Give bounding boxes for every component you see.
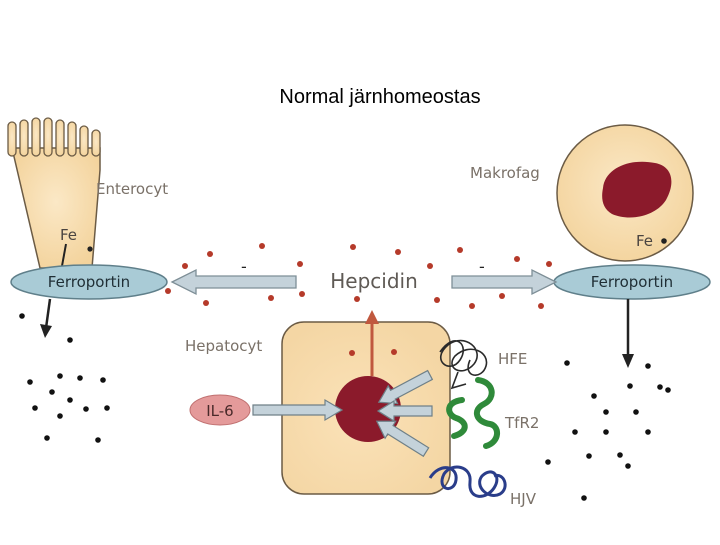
tfr2-protein [446, 377, 500, 449]
fe-left-arrow [61, 243, 67, 267]
inhibit-left-sign: - [241, 257, 247, 276]
hjv-label: HJV [510, 490, 537, 508]
macrophage-label: Makrofag [470, 164, 540, 182]
hepcidin-label: Hepcidin [330, 269, 418, 293]
inhibit-right-sign: - [479, 257, 485, 276]
macrophage-nucleus [602, 161, 672, 218]
fe-left-label: Fe [60, 226, 77, 244]
enterocyte-label: Enterocyt [96, 180, 168, 198]
ferroportin-left-shape [10, 264, 168, 300]
fe-right-dot-2 [87, 246, 93, 252]
microvilli [7, 117, 101, 157]
hepcidin-arrow-right [451, 268, 558, 296]
hepcidin-arrow-left [170, 268, 297, 296]
iron-export-right-arrowhead [622, 354, 634, 368]
hepcidin-secretion-arrowhead [365, 310, 379, 324]
hepatocyte-label: Hepatocyt [185, 337, 262, 355]
circulating-iron-dots [165, 243, 552, 356]
hfe-signal-arrow [377, 369, 434, 405]
il6-shape [189, 394, 251, 426]
hjv-protein [428, 465, 507, 498]
il6-label: IL-6 [206, 402, 233, 420]
iron-export-left-arrowhead [40, 324, 52, 338]
hfe-protein [439, 339, 488, 390]
fe-right-label: Fe [636, 232, 653, 250]
iron-export-left-arrow [44, 298, 52, 329]
ferroportin-right-label: Ferroportin [591, 273, 673, 291]
hjv-signal-arrow [375, 420, 430, 458]
enterocyte-cell [7, 117, 101, 269]
page-title: Normal järnhomeostas [279, 86, 481, 108]
il6-signal-arrow [252, 398, 344, 422]
ferroportin-left-label: Ferroportin [48, 273, 130, 291]
hfe-label: HFE [498, 350, 527, 368]
fe-right-dot [661, 238, 667, 244]
macrophage-cell [556, 124, 694, 262]
tfr2-signal-arrow [376, 399, 433, 423]
iron-dots-right [545, 360, 671, 501]
iron-dots-left [19, 313, 110, 443]
tfr2-label: TfR2 [504, 414, 539, 432]
